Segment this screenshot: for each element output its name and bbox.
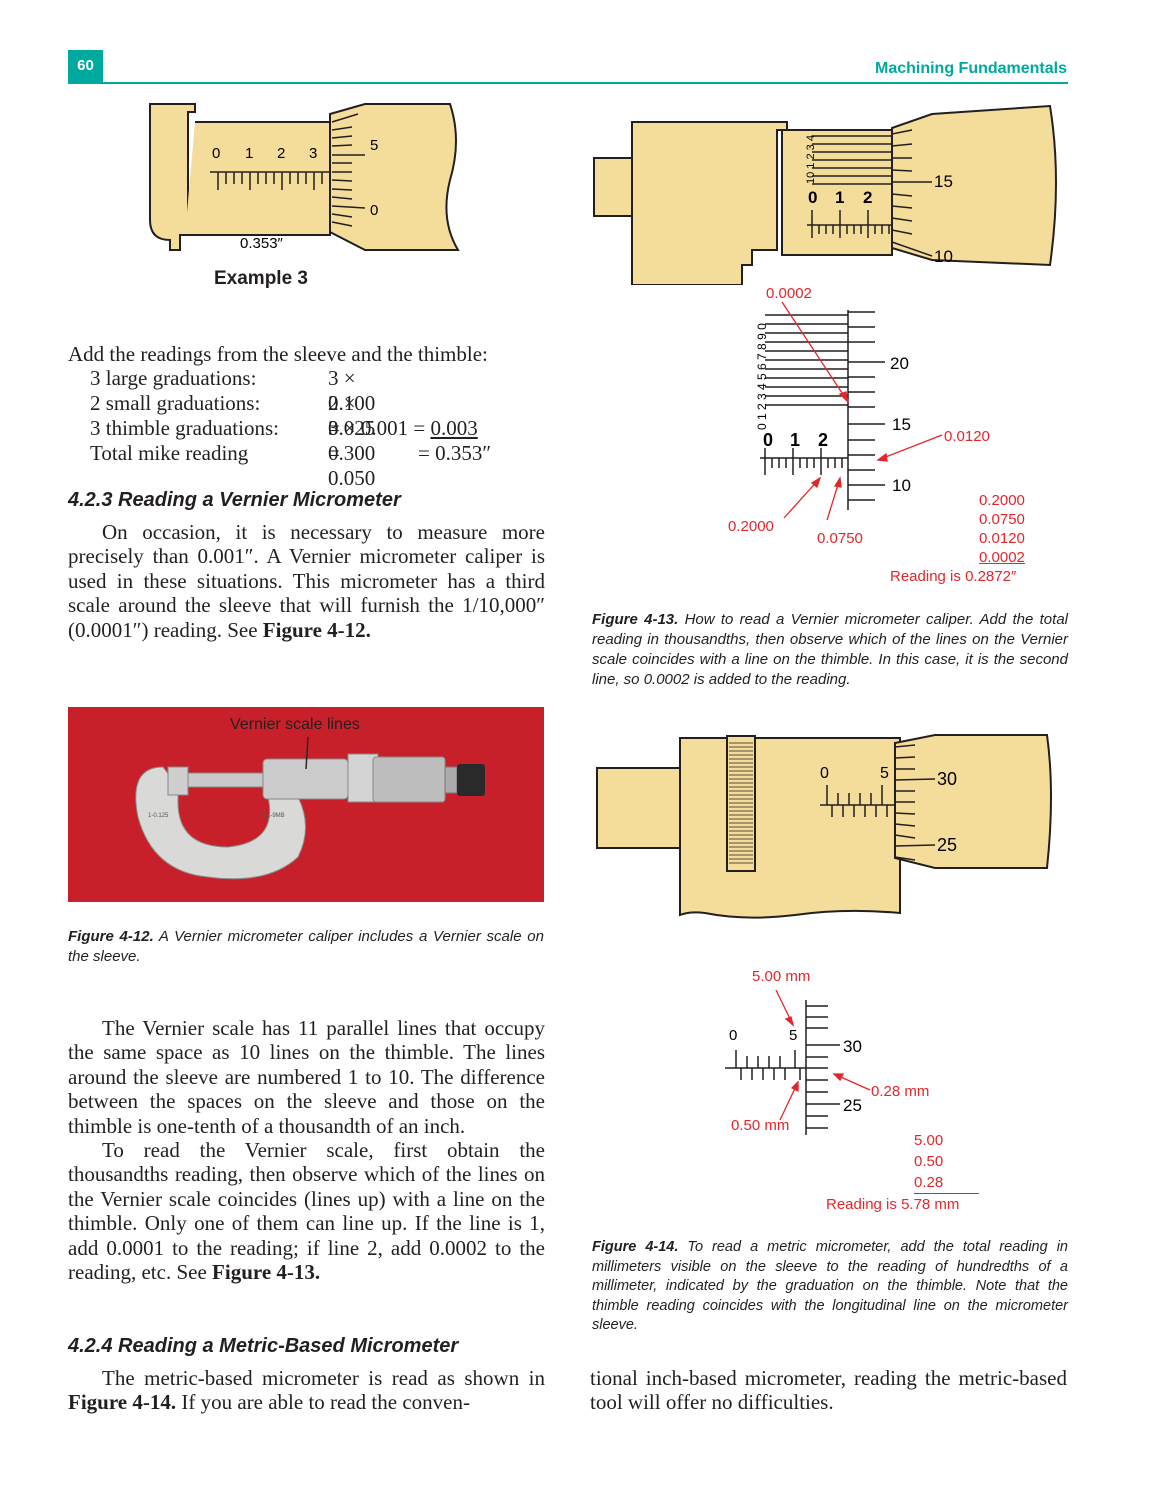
figure-4-13-sum: 0.2000 0.0750 0.0120 0.0002 Reading is 0… [880,491,1040,586]
detail-thimble-15: 15 [892,415,911,434]
figure-4-14-caption-label: Figure 4-14. [592,1239,679,1255]
example3-reading: 0.353″ [240,235,284,252]
detail-sleeve-0: 0 [729,1027,737,1044]
sleeve-number-1: 1 [245,145,253,162]
detail-sleeve-5: 5 [789,1027,797,1044]
vernier-para2: The Vernier scale has 11 parallel lines … [68,1016,545,1138]
sleeve-number-2: 2 [277,145,285,162]
figure-4-13-ref: Figure 4-13. [212,1260,321,1285]
figure-4-14-caption-text: To read a metric micrometer, add the tot… [592,1239,1068,1333]
svg-text:1-0.125: 1-0.125 [148,813,169,819]
figure-4-13-caption: Figure 4-13. How to read a Vernier micro… [592,610,1068,690]
calc-table: 3 large graduations: 3 × 0.100 = 0.300 2 … [90,366,491,490]
sum-line-2: 0.0750 [979,511,1025,528]
figure-4-12-ref: Figure 4-12. [262,617,371,642]
example3-title: Example 3 [214,268,308,289]
figure-4-13-micrometer: 10 1 2 3 4 0 1 2 15 10 [593,104,1057,285]
thimble-number-0: 0 [370,202,378,219]
figure-4-12-caption: Figure 4-12. A Vernier micrometer calipe… [68,927,544,967]
section-heading-423: 4.2.3 Reading a Vernier Micrometer [68,489,401,511]
metric-sum-3: 0.28 [914,1172,979,1194]
sum-line-4: 0.0002 [979,549,1025,566]
detail-sleeve-2: 2 [818,430,828,450]
thimble-number-25: 25 [937,835,957,855]
calc-value-3-underlined: 0.003 [430,416,478,440]
sleeve-number-3: 3 [309,145,317,162]
figure-4-14-detail: 0 5 30 25 [725,990,871,1135]
page-number-badge [68,50,103,82]
section-424-para: The metric-based micrometer is read as s… [68,1366,545,1415]
metric-sum-1: 5.00 [914,1132,944,1149]
callout-0-0750: 0.0750 [817,530,863,547]
callout-5-00mm: 5.00 mm [752,968,811,985]
example3-figure: 0 1 2 3 5 0 0.353″ [149,103,460,252]
metric-sum-2: 0.50 [914,1153,944,1170]
calc-value-4: = 0.353″ [418,441,492,465]
sleeve-number-1: 1 [835,188,844,207]
micrometer-photo-illustration: 1-0.125 SL-9MB [135,736,485,880]
metric-para-start: The metric-based micrometer is read as s… [102,1366,545,1390]
calc-label-4: Total mike reading [90,441,249,465]
section-423-para1: On occasion, it is necessary to measure … [68,520,545,642]
svg-text:SL-9MB: SL-9MB [263,813,285,819]
section-423-para2-3: The Vernier scale has 11 parallel lines … [68,1016,545,1284]
figure-4-13-caption-label: Figure 4-13. [592,611,679,628]
figure-4-12-photo: 1-0.125 SL-9MB [68,707,544,902]
figure-4-12-caption-text: A Vernier micrometer caliper includes a … [68,928,544,965]
figure-4-14-caption: Figure 4-14. To read a metric micrometer… [592,1238,1068,1336]
callout-0-28mm: 0.28 mm [871,1083,930,1100]
page-number: 60 [77,57,94,74]
sleeve-number-0: 0 [820,765,829,782]
callout-0-50mm: 0.50 mm [731,1117,790,1134]
sum-line-1: 0.2000 [979,492,1025,509]
detail-thimble-10: 10 [892,476,911,495]
detail-sleeve-1: 1 [790,430,800,450]
thimble-number-10: 10 [934,247,953,266]
calc-value-2: 2 × 0.025 = 0.050 [328,391,376,490]
reading-value: 0.2872″ [965,568,1017,585]
thimble-number-15: 15 [934,172,953,191]
detail-thimble-30: 30 [843,1037,862,1056]
reading-label: Reading is [890,568,961,585]
figure-4-14-micrometer: 0 5 30 25 [596,734,1052,919]
sleeve-number-5: 5 [880,765,889,782]
thimble-number-30: 30 [937,769,957,789]
calc-label-1: 3 large graduations: [90,366,257,390]
metric-reading-value: 5.78 mm [901,1196,960,1213]
calc-label-3: 3 thimble graduations: [90,416,279,440]
thimble-number-5: 5 [370,137,378,154]
calc-value-1: 3 × 0.100 = 0.300 [328,366,376,465]
para1-text: On occasion, it is necessary to measure … [68,520,545,642]
callout-0-0002: 0.0002 [766,285,812,302]
figure-4-13-caption-text: How to read a Vernier micrometer caliper… [592,611,1068,688]
metric-reading-label: Reading is [826,1196,897,1213]
calc-value-3-prefix: 3 × 0.001 = [328,416,431,440]
detail-thimble-20: 20 [890,354,909,373]
figure-4-13-detail: 0 1 2 3 4 5 6 7 8 9 0 0 1 2 20 15 10 [755,301,943,520]
figure-4-12-photo-label: Vernier scale lines [230,716,360,733]
callout-0-0120: 0.0120 [944,428,990,445]
vernier-para3: To read the Vernier scale, first obtain … [68,1138,545,1285]
calc-label-2: 2 small graduations: [90,391,261,415]
sleeve-number-0: 0 [212,145,220,162]
detail-thimble-25: 25 [843,1096,862,1115]
figure-4-14-sum: 5.00 0.50 0.28 Reading is 5.78 mm [826,1130,996,1215]
figure-4-12-caption-label: Figure 4-12. [68,928,154,945]
callout-0-2000: 0.2000 [728,518,774,535]
sleeve-number-0: 0 [808,188,817,207]
running-title: Machining Fundamentals [874,60,1067,77]
section-heading-424: 4.2.4 Reading a Metric-Based Micrometer [68,1335,459,1357]
detail-sleeve-0: 0 [763,430,773,450]
calc-intro: Add the readings from the sleeve and the… [68,342,488,366]
sleeve-number-2: 2 [863,188,872,207]
header-rule [68,82,1068,84]
metric-para-rest: If you are able to read the conven- [176,1390,470,1415]
vernier-scale-numbers: 10 1 2 3 4 [805,135,817,184]
section-424-continuation: tional inch-based micrometer, reading th… [590,1366,1067,1415]
figure-4-14-ref: Figure 4-14. [68,1390,177,1415]
detail-vernier-numbers: 0 1 2 3 4 5 6 7 8 9 0 [755,323,769,430]
sum-line-3: 0.0120 [979,530,1025,547]
